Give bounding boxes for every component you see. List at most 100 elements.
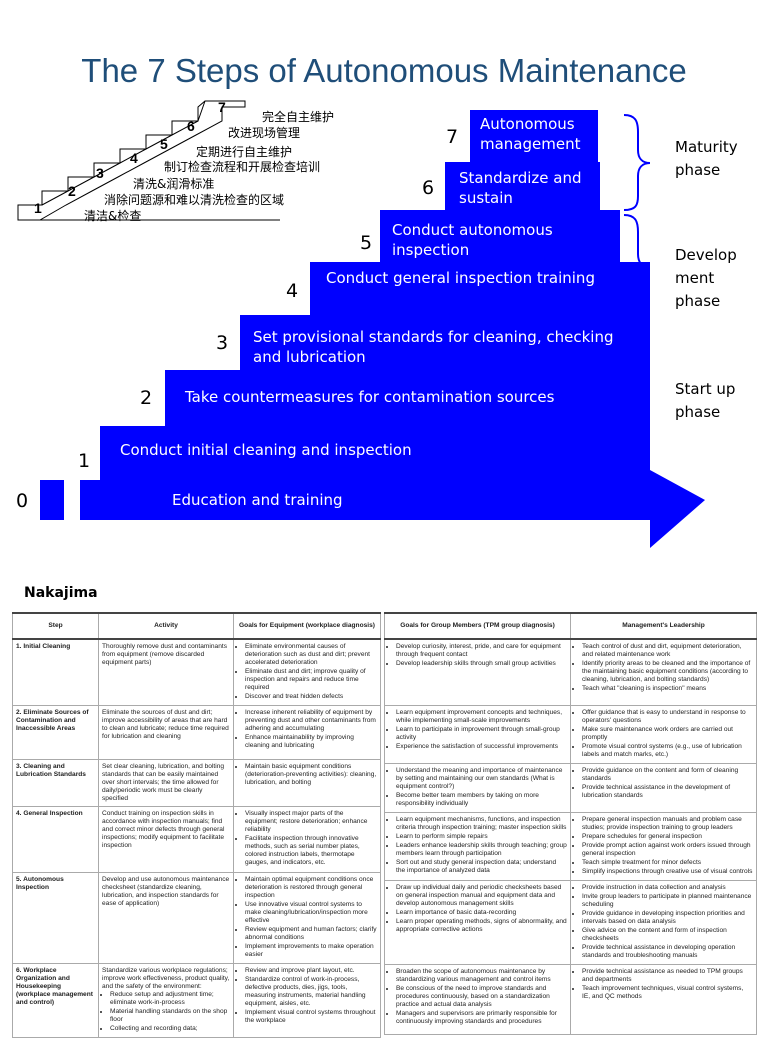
list-item: Develop curiosity, interest, pride, and … [396, 643, 567, 659]
stair-step-number: 5 [360, 232, 373, 254]
leadership-cell: Provide guidance on the content and form… [570, 763, 757, 813]
leadership-cell: Offer guidance that is easy to understan… [570, 705, 757, 764]
list-item: Discover and treat hidden defects [245, 693, 377, 701]
stair-step-number: 3 [216, 332, 229, 354]
activity-text: Standardize various workplace regulation… [102, 967, 230, 990]
tpm-table-left: Step Activity Goals for Equipment (workp… [12, 612, 381, 1038]
list-item: Offer guidance that is easy to understan… [582, 709, 753, 725]
list-item: Simplify inspections through creative us… [582, 868, 753, 876]
col-header: Goals for Group Members (TPM group diagn… [384, 612, 571, 640]
stairs-step-label: 清洁&检查 [84, 208, 141, 223]
list-item: Increase inherent reliability of equipme… [245, 709, 377, 733]
list-item: Provide instruction in data collection a… [582, 884, 753, 892]
list-item: Learn equipment improvement concepts and… [396, 709, 567, 725]
list-item: Implement improvements to make operation… [245, 943, 377, 959]
table-row: Develop curiosity, interest, pride, and … [384, 639, 757, 706]
leadership-cell: Provide technical assistance as needed t… [570, 964, 757, 1035]
activity-cell: Eliminate the sources of dust and dirt; … [98, 705, 234, 760]
stair-step-label: Standardize and sustain [459, 169, 582, 207]
activity-cell: Thoroughly remove dust and contaminants … [98, 639, 234, 706]
activity-cell: Standardize various workplace regulation… [98, 963, 234, 1038]
stairs-step-number: 3 [96, 165, 104, 181]
step-cell: 3. Cleaning and Lubrication Standards [12, 759, 99, 807]
table-row: Learn equipment improvement concepts and… [384, 705, 757, 764]
list-item: Standardize control of work-in-process, … [245, 976, 377, 1008]
list-item: Experience the satisfaction of successfu… [396, 743, 567, 751]
list-item: Learn to participate in improvement thro… [396, 726, 567, 742]
stair-step-number: 4 [286, 280, 299, 302]
stair-step-number: 2 [140, 387, 153, 409]
list-item: Managers and supervisors are primarily r… [396, 1010, 567, 1026]
activity-cell: Set clear cleaning, lubrication, and bol… [98, 759, 234, 807]
stairs-step-number: 1 [34, 200, 42, 216]
table-row: Understand the meaning and importance of… [384, 763, 757, 813]
table-row: Broaden the scope of autonomous maintena… [384, 964, 757, 1035]
table-row: Draw up individual daily and periodic ch… [384, 880, 757, 965]
col-header: Goals for Equipment (workplace diagnosis… [233, 612, 381, 640]
list-item: Provide technical assistance in the deve… [582, 784, 753, 800]
activity-cell: Develop and use autonomous maintenance c… [98, 872, 234, 964]
member-goals-cell: Learn equipment mechanisms, functions, a… [384, 812, 571, 881]
step-cell: 1. Initial Cleaning [12, 639, 99, 706]
stair-block [445, 162, 600, 210]
list-item: Use innovative visual control systems to… [245, 901, 377, 925]
table-row: Learn equipment mechanisms, functions, a… [384, 812, 757, 881]
stairs-step-label: 改进现场管理 [228, 125, 300, 140]
list-item: Provide technical assistance in developi… [582, 944, 753, 960]
list-item: Understand the meaning and importance of… [396, 767, 567, 791]
list-item: Enhance maintainability by improving cle… [245, 734, 377, 750]
list-item: Learn to perform simple repairs [396, 833, 567, 841]
list-item: Invite group leaders to participate in p… [582, 893, 753, 909]
stairs-step-number: 6 [187, 118, 195, 134]
col-header: Management's Leadership [570, 612, 757, 640]
member-goals-cell: Learn equipment improvement concepts and… [384, 705, 571, 764]
list-item: Identify priority areas to be cleaned an… [582, 660, 753, 684]
list-item: Sort out and study general inspection da… [396, 859, 567, 875]
table-row: 6. Workplace Organization and Housekeepi… [12, 963, 381, 1038]
source-label: Nakajima [24, 585, 98, 601]
list-item: Learn equipment mechanisms, functions, a… [396, 816, 567, 832]
col-header: Activity [98, 612, 234, 640]
stair-step-label: Education and training [172, 491, 343, 509]
stair-step-label: Conduct autonomous inspection [392, 221, 553, 259]
stair-stub [40, 480, 64, 520]
list-item: Provide guidance in developing inspectio… [582, 910, 753, 926]
stair-block [470, 110, 598, 162]
list-item: Teach improvement techniques, visual con… [582, 985, 753, 1001]
stair-step-number: 0 [16, 490, 29, 512]
member-goals-cell: Understand the meaning and importance of… [384, 763, 571, 813]
stair-block [80, 480, 650, 520]
leadership-cell: Teach control of dust and dirt, equipmen… [570, 639, 757, 706]
equipment-goals-cell: Maintain basic equipment conditions (det… [233, 759, 381, 807]
leadership-cell: Provide instruction in data collection a… [570, 880, 757, 965]
step-cell: 6. Workplace Organization and Housekeepi… [12, 963, 99, 1038]
stair-step-label: Conduct general inspection training [326, 269, 595, 287]
list-item: Provide guidance on the content and form… [582, 767, 753, 783]
list-item: Learn proper operating methods, signs of… [396, 918, 567, 934]
list-item: Draw up individual daily and periodic ch… [396, 884, 567, 908]
list-item: Teach simple treatment for minor defects [582, 859, 753, 867]
stair-block [310, 262, 650, 315]
stairs-step-number: 7 [218, 99, 226, 115]
list-item: Be conscious of the need to improve stan… [396, 985, 567, 1009]
member-goals-cell: Develop curiosity, interest, pride, and … [384, 639, 571, 706]
stairs-step-label: 完全自主维护 [262, 109, 334, 124]
stairs-step-number: 5 [160, 136, 168, 152]
table-row: 2. Eliminate Sources of Contamination an… [12, 705, 381, 760]
list-item: Facilitate inspection through innovative… [245, 835, 377, 867]
equipment-goals-cell: Eliminate environmental causes of deteri… [233, 639, 381, 706]
stair-step-label: Take countermeasures for contamination s… [185, 388, 555, 406]
list-item: Learn importance of basic data-recording [396, 909, 567, 917]
stair-step-number: 6 [422, 177, 435, 199]
stair-step-number: 7 [446, 126, 459, 148]
activity-cell: Conduct training on inspection skills in… [98, 806, 234, 873]
list-item: Collecting and recording data; [110, 1025, 230, 1033]
leadership-cell: Prepare general inspection manuals and p… [570, 812, 757, 881]
list-item: Develop leadership skills through small … [396, 660, 567, 668]
step-cell: 4. General Inspection [12, 806, 99, 873]
list-item: Eliminate dust and dirt; improve quality… [245, 668, 377, 692]
brace-maturity [623, 114, 651, 211]
